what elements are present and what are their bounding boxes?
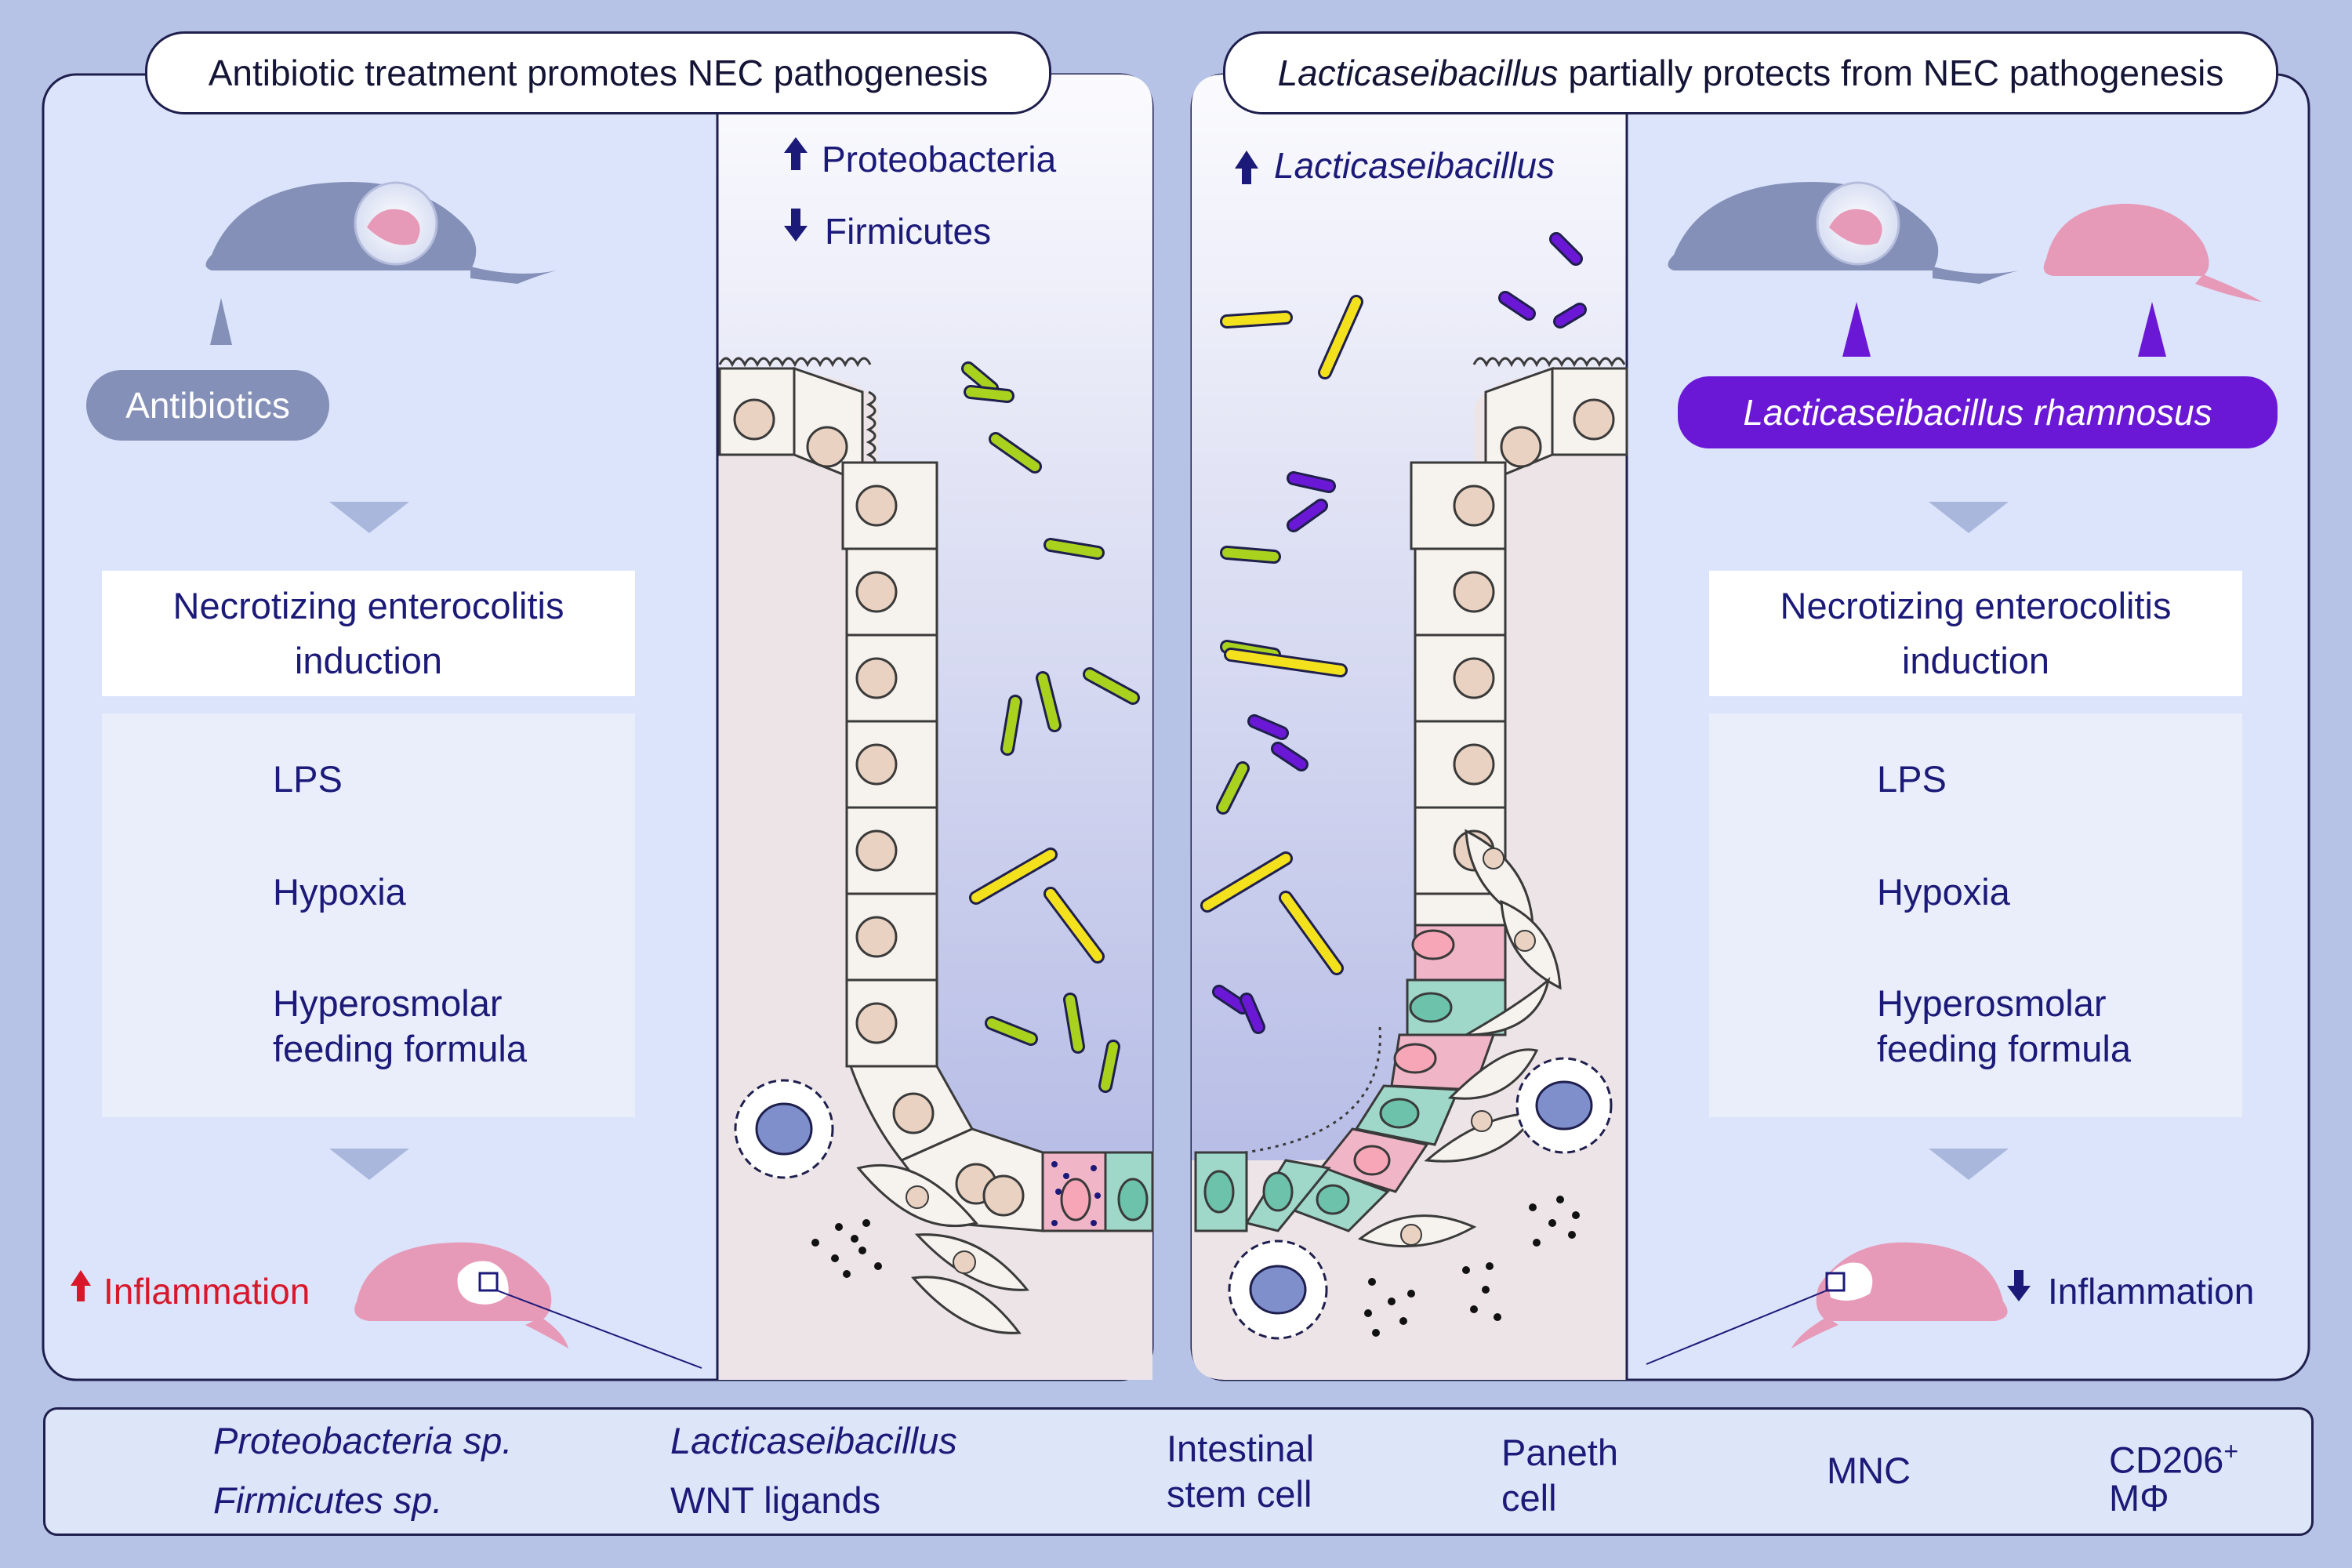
- inflammation-up-label: Inflammation: [103, 1271, 310, 1312]
- arrow-up-inflammation-icon: [71, 1270, 91, 1301]
- pink-mouse-right-bottom: [1646, 1242, 2008, 1365]
- factor-formula-left-line1: Hyperosmolar: [273, 982, 503, 1024]
- antibiotics-pill: Antibiotics: [86, 370, 329, 441]
- chevron-right-2: [1929, 1149, 2009, 1180]
- nec-induction-box-left: Necrotizing enterocolitis induction: [102, 571, 635, 696]
- legend-macrophage-line2: MΦ: [2109, 1477, 2169, 1519]
- nec-induction-line1-right: Necrotizing enterocolitis: [1780, 585, 2172, 626]
- legend-paneth-line2: cell: [1501, 1477, 1557, 1519]
- antibiotics-label: Antibiotics: [125, 385, 290, 426]
- legend-stem-cell-line2: stem cell: [1167, 1473, 1312, 1515]
- factor-formula-right-line1: Hyperosmolar: [1877, 982, 2107, 1024]
- arrow-down-firmicutes-icon: [784, 209, 808, 241]
- pink-mouse-left: [354, 1242, 702, 1369]
- legend-proteobacteria: Proteobacteria sp.: [213, 1420, 513, 1461]
- arrow-down-inflammation-icon: [2007, 1270, 2031, 1301]
- nec-induction-line2-left: induction: [294, 640, 443, 681]
- legend-stem-cell-line1: Intestinal: [1167, 1428, 1315, 1469]
- factor-lps-right: LPS: [1877, 758, 1947, 800]
- lacticaseibacillus-rhamnosus-pill: Lacticaseibacillus rhamnosus: [1678, 376, 2278, 448]
- legend-macrophage-line1: CD206+: [2109, 1429, 2238, 1483]
- factors-box-left: [102, 713, 635, 1117]
- factor-formula-left-line2: feeding formula: [273, 1028, 527, 1069]
- arrow-up-proteobacteria-icon: [784, 137, 808, 170]
- legend-mnc: MNC: [1827, 1450, 1911, 1491]
- legend-macrophage-sup: +: [2223, 1437, 2238, 1465]
- right-panel-title: Lacticaseibacillus partially protects fr…: [1223, 31, 2278, 114]
- legend: [43, 1407, 2314, 1536]
- proteobacteria-up-label: Proteobacteria: [822, 139, 1057, 180]
- nec-induction-box-right: Necrotizing enterocolitis induction: [1709, 571, 2242, 696]
- factor-hypoxia-right: Hypoxia: [1877, 871, 2010, 913]
- left-panel-title-text: Antibiotic treatment promotes NEC pathog…: [208, 53, 989, 93]
- pink-mouse-right-top: [2043, 203, 2262, 302]
- grey-mouse-right: [1668, 181, 2019, 284]
- left-crypt: [716, 74, 1154, 1380]
- legend-wnt-ligands: WNT ligands: [670, 1479, 881, 1521]
- nec-induction-line1-left: Necrotizing enterocolitis: [172, 585, 564, 626]
- right-panel-title-italic: Lacticaseibacillus: [1277, 53, 1559, 93]
- chevron-left-2: [329, 1149, 409, 1180]
- factor-lps-left: LPS: [273, 758, 343, 800]
- legend-firmicutes: Firmicutes sp.: [213, 1479, 443, 1521]
- chevron-right-1: [1929, 502, 2009, 533]
- arrow-up-lacticaseibacillus-icon: [1235, 151, 1258, 184]
- grey-mouse-left: [205, 181, 557, 284]
- factor-formula-right-line2: feeding formula: [1877, 1028, 2131, 1069]
- right-crypt: [1192, 74, 1628, 1380]
- nec-induction-line2-right: induction: [1901, 640, 2050, 681]
- right-panel-title-rest: partially protects from NEC pathogenesis: [1568, 53, 2224, 93]
- factor-hypoxia-left: Hypoxia: [273, 871, 406, 913]
- lacticaseibacillus-up-label: Lacticaseibacillus: [1274, 145, 1555, 186]
- left-panel-title: Antibiotic treatment promotes NEC pathog…: [145, 31, 1051, 114]
- legend-lacticaseibacillus: Lacticaseibacillus: [670, 1420, 957, 1461]
- lacticaseibacillus-rhamnosus-label: Lacticaseibacillus rhamnosus: [1743, 392, 2212, 433]
- inflammation-down-label: Inflammation: [2048, 1271, 2255, 1312]
- firmicutes-down-label: Firmicutes: [825, 211, 992, 252]
- factors-box-right: [1709, 713, 2242, 1117]
- arrow-up-right-2: [2138, 302, 2166, 357]
- legend-paneth-line1: Paneth: [1501, 1432, 1618, 1473]
- arrow-up-right-1: [1842, 302, 1871, 357]
- legend-macrophage-cd206: CD206: [2109, 1439, 2224, 1481]
- arrow-up-left-antibiotics: [210, 298, 232, 345]
- chevron-left-1: [329, 502, 409, 533]
